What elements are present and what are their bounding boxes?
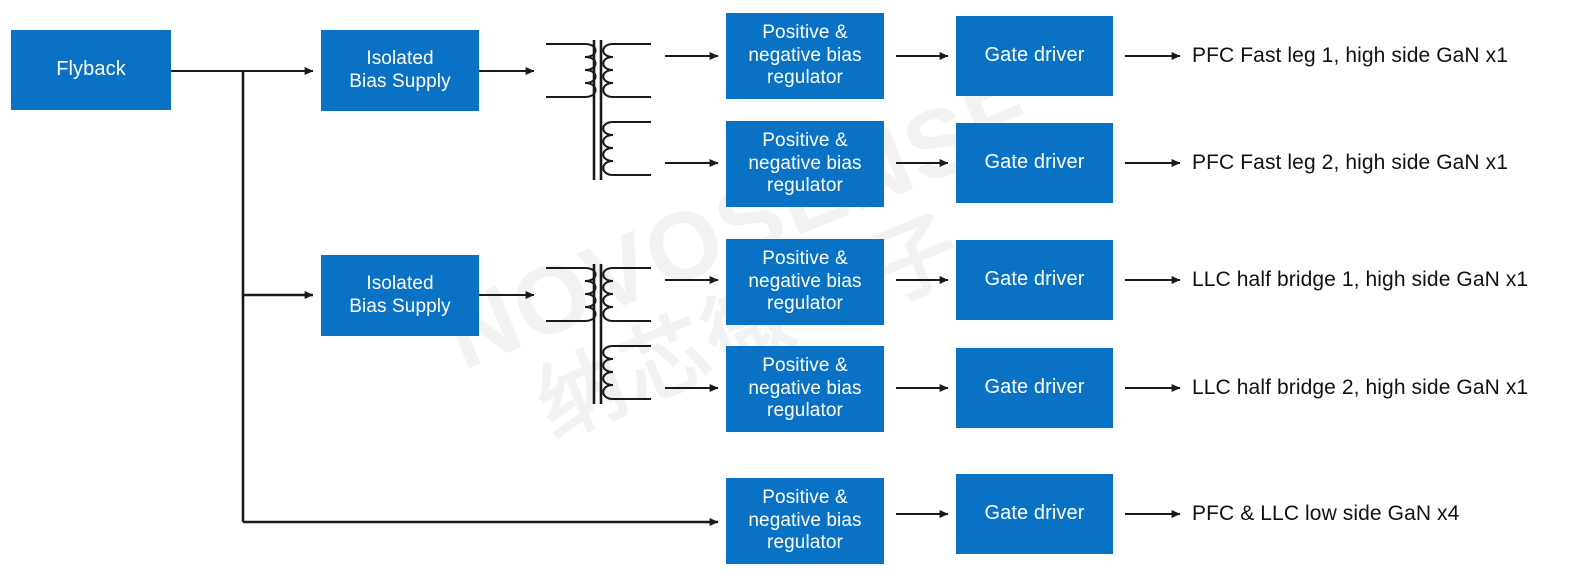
block-isolated-bias-supply-2[interactable]: Isolated Bias Supply [321, 255, 479, 336]
block-bias-regulator-4[interactable]: Positive & negative bias regulator [726, 346, 884, 432]
output-label-5: PFC & LLC low side GaN x4 [1192, 502, 1460, 525]
block-flyback-label: Flyback [56, 58, 126, 81]
block-flyback[interactable]: Flyback [11, 30, 171, 110]
block-bias-regulator-5[interactable]: Positive & negative bias regulator [726, 478, 884, 564]
block-bias-regulator-1[interactable]: Positive & negative bias regulator [726, 13, 884, 99]
block-gate-driver-2-label: Gate driver [984, 151, 1085, 174]
block-bias-regulator-2[interactable]: Positive & negative bias regulator [726, 121, 884, 207]
block-bias-regulator-1-label: Positive & negative bias regulator [748, 22, 862, 89]
block-gate-driver-4[interactable]: Gate driver [956, 348, 1113, 428]
block-gate-driver-3[interactable]: Gate driver [956, 240, 1113, 320]
block-bias-regulator-3[interactable]: Positive & negative bias regulator [726, 239, 884, 325]
block-bias-regulator-3-label: Positive & negative bias regulator [748, 248, 862, 315]
block-gate-driver-4-label: Gate driver [984, 376, 1085, 399]
transformer-1-symbol [546, 40, 651, 180]
output-label-4: LLC half bridge 2, high side GaN x1 [1192, 376, 1529, 399]
block-bias-regulator-5-label: Positive & negative bias regulator [748, 487, 862, 554]
block-isolated-bias-supply-2-label: Isolated Bias Supply [349, 273, 451, 317]
block-gate-driver-3-label: Gate driver [984, 268, 1085, 291]
block-gate-driver-2[interactable]: Gate driver [956, 123, 1113, 203]
block-isolated-bias-supply-1-label: Isolated Bias Supply [349, 48, 451, 92]
transformer-2-symbol [546, 264, 651, 404]
block-gate-driver-1-label: Gate driver [984, 44, 1085, 67]
output-label-1: PFC Fast leg 1, high side GaN x1 [1192, 44, 1509, 67]
output-label-2: PFC Fast leg 2, high side GaN x1 [1192, 151, 1509, 174]
block-bias-regulator-4-label: Positive & negative bias regulator [748, 355, 862, 422]
watermark-latin-text: NOVOSENSE [431, 56, 1052, 390]
block-gate-driver-5[interactable]: Gate driver [956, 474, 1113, 554]
output-label-3: LLC half bridge 1, high side GaN x1 [1192, 268, 1529, 291]
block-gate-driver-1[interactable]: Gate driver [956, 16, 1113, 96]
block-gate-driver-5-label: Gate driver [984, 502, 1085, 525]
block-isolated-bias-supply-1[interactable]: Isolated Bias Supply [321, 30, 479, 111]
block-bias-regulator-2-label: Positive & negative bias regulator [748, 130, 862, 197]
